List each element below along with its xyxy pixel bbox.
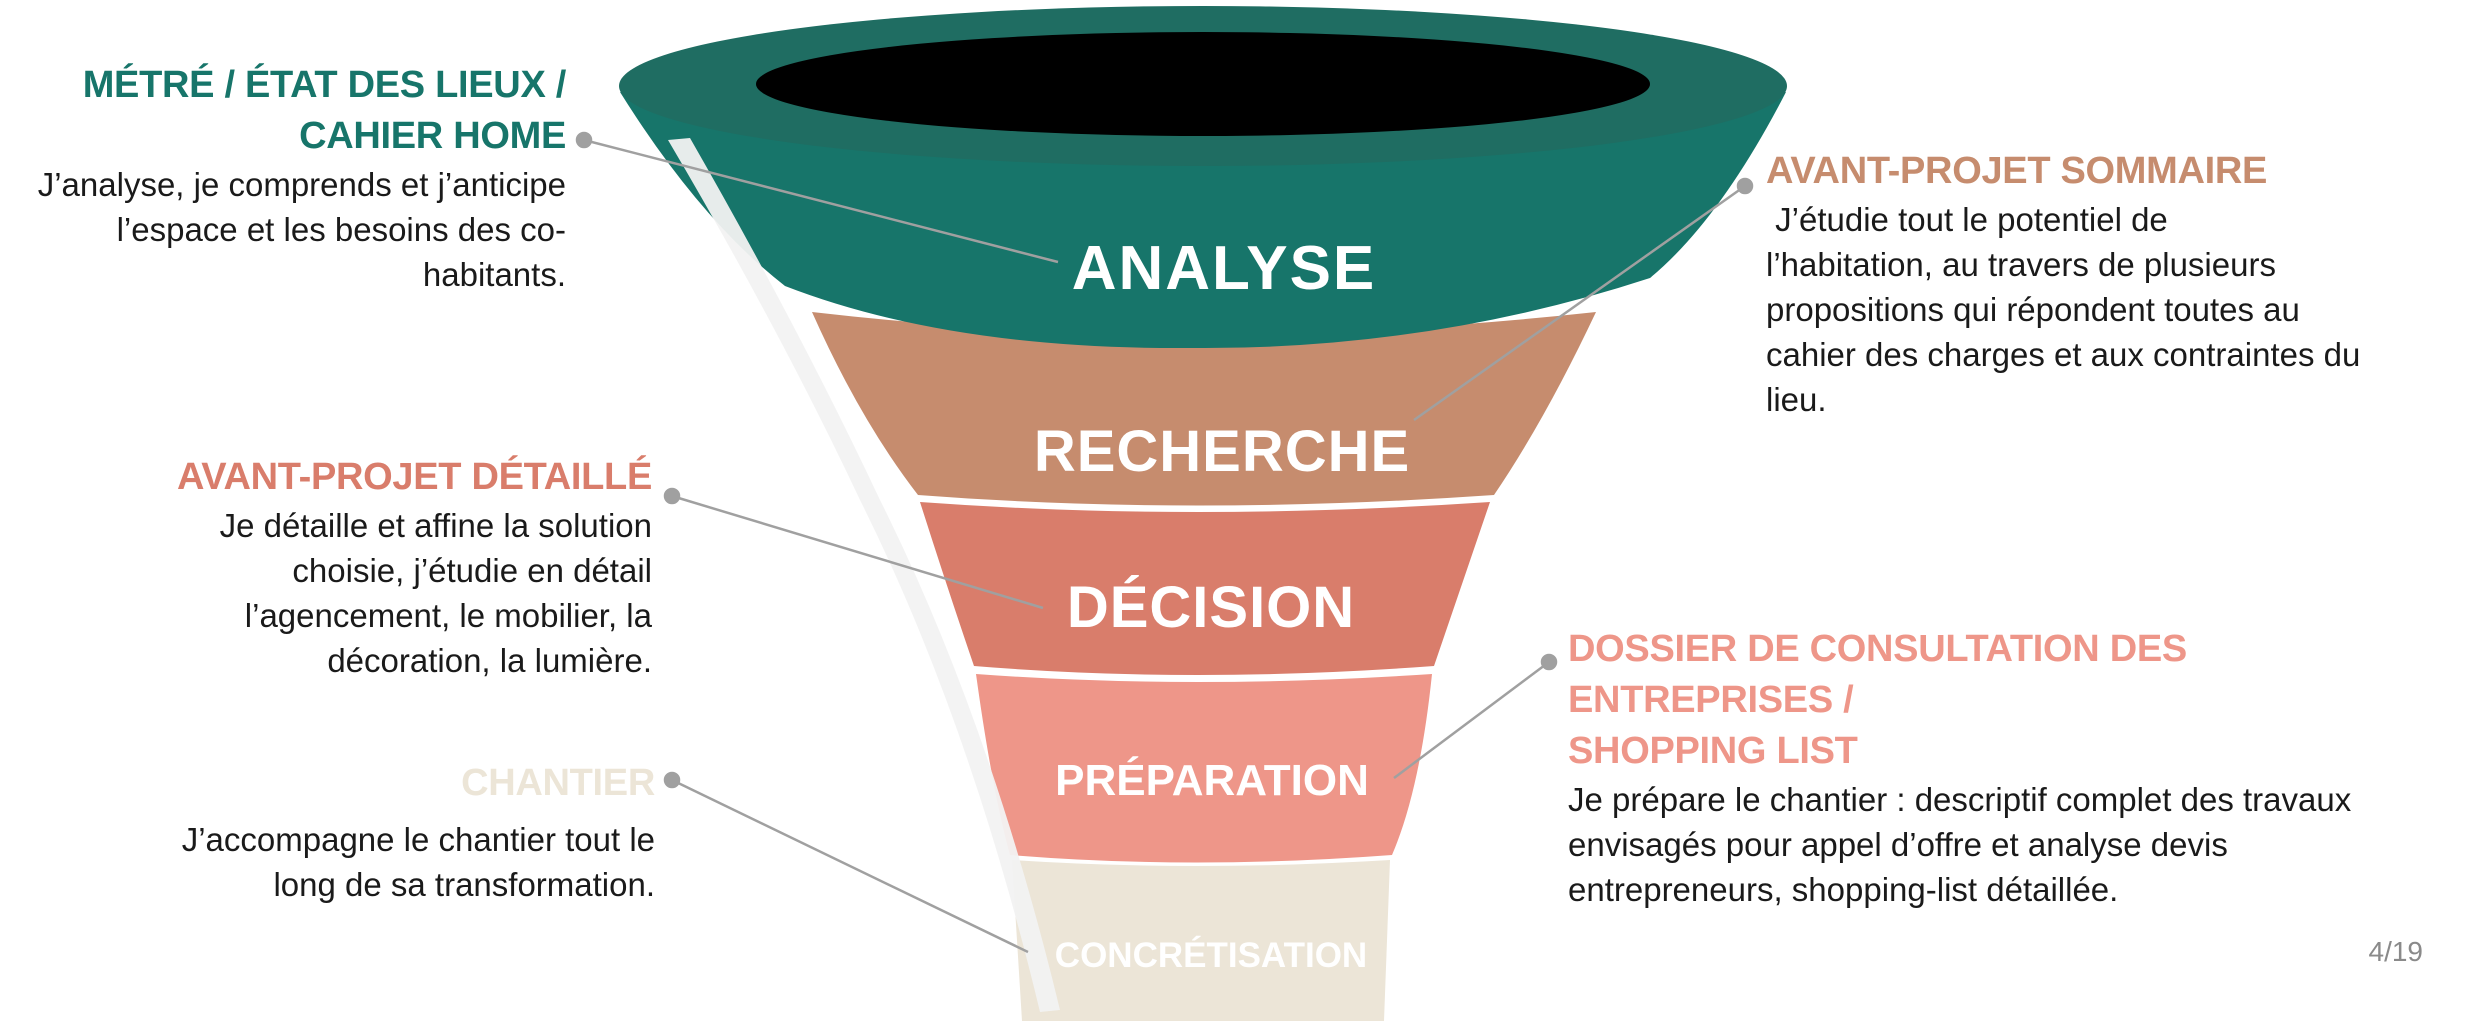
funnel-opening: [756, 32, 1650, 136]
stage-label-analyse: ANALYSE: [1071, 234, 1377, 303]
annotation-aps-desc-line1: J’étudie tout le potentiel de: [1766, 201, 2168, 238]
connector-dot-apd: [663, 487, 681, 505]
annotation-apd-desc-line2: choisie, j’étudie en détail: [292, 552, 652, 589]
connector-dce: [1393, 660, 1550, 780]
annotation-dce-desc-line2: envisagés pour appel d’offre et analyse …: [1568, 826, 2228, 863]
connector-apd: [671, 494, 1044, 610]
annotation-aps-desc-line4: cahier des charges et aux contraintes du: [1766, 336, 2361, 373]
annotation-metre: MÉTRÉ / ÉTAT DES LIEUX / CAHIER HOME J’a…: [0, 60, 567, 297]
annotation-aps-desc-line5: lieu.: [1766, 381, 1827, 418]
connector-metre: [583, 138, 1059, 264]
funnel-stage-decision: [920, 502, 1490, 675]
stage-label-decision: DÉCISION: [1066, 575, 1356, 640]
annotation-apd-title: AVANT-PROJET DÉTAILLÉ: [176, 456, 652, 498]
connectors: [575, 131, 1754, 954]
annotation-dce-title: DOSSIER DE CONSULTATION DES ENTREPRISES …: [1568, 624, 2448, 777]
annotation-metre-title-line1: MÉTRÉ / ÉTAT DES LIEUX /: [82, 64, 567, 106]
stage-label-preparation: PRÉPARATION: [1055, 756, 1369, 805]
annotation-dce: DOSSIER DE CONSULTATION DES ENTREPRISES …: [1568, 624, 2448, 912]
annotation-apd-desc: Je détaille et affine la solution choisi…: [52, 503, 652, 683]
connector-dot-chantier: [663, 771, 681, 789]
annotation-dce-title-line1: DOSSIER DE CONSULTATION DES ENTREPRISES …: [1568, 628, 2187, 721]
annotation-metre-title-line2: CAHIER HOME: [299, 115, 566, 157]
funnel-stage-analyse: [620, 92, 1786, 349]
connector-aps: [1413, 184, 1746, 422]
stage-label-recherche: RECHERCHE: [1033, 419, 1411, 484]
annotation-apd: AVANT-PROJET DÉTAILLÉ Je détaille et aff…: [52, 452, 652, 683]
annotation-chantier-desc: J’accompagne le chantier tout le long de…: [55, 817, 655, 907]
funnel-highlight: [668, 138, 1060, 1012]
annotation-aps: AVANT-PROJET SOMMAIRE J’étudie tout le p…: [1766, 146, 2426, 422]
annotation-aps-desc-line3: propositions qui répondent toutes au: [1766, 291, 2300, 328]
connector-dot-metre: [575, 131, 593, 149]
annotation-chantier-desc-line1: J’accompagne le chantier tout le: [181, 821, 655, 858]
annotation-chantier-desc-line2: long de sa transformation.: [273, 866, 655, 903]
connector-chantier: [671, 778, 1029, 954]
annotation-metre-desc-line3: habitants.: [422, 256, 566, 293]
annotation-chantier: CHANTIER J’accompagne le chantier tout l…: [55, 758, 656, 907]
stage-label-concretisation: CONCRÉTISATION: [1054, 936, 1368, 975]
annotation-aps-desc-line2: l’habitation, au travers de plusieurs: [1766, 246, 2276, 283]
annotation-apd-desc-line4: décoration, la lumière.: [327, 642, 652, 679]
annotation-dce-desc-line1: Je prépare le chantier : descriptif comp…: [1568, 781, 2352, 818]
annotation-metre-desc-line2: l’espace et les besoins des co-: [116, 211, 566, 248]
annotation-apd-desc-line3: l’agencement, le mobilier, la: [244, 597, 652, 634]
page-number: 4/19: [2368, 936, 2424, 967]
funnel-stage-preparation: [976, 674, 1432, 863]
annotation-apd-desc-line1: Je détaille et affine la solution: [219, 507, 652, 544]
connector-dot-dce: [1540, 653, 1558, 671]
annotation-aps-desc: J’étudie tout le potentiel de l’habitati…: [1766, 197, 2426, 422]
annotation-metre-title: MÉTRÉ / ÉTAT DES LIEUX / CAHIER HOME: [0, 60, 567, 162]
annotation-chantier-title: CHANTIER: [461, 762, 655, 804]
annotation-dce-desc-line3: entrepreneurs, shopping-list détaillée.: [1568, 871, 2119, 908]
annotation-metre-desc-line1: J’analyse, je comprends et j’anticipe: [37, 166, 566, 203]
annotation-dce-title-line2: SHOPPING LIST: [1568, 730, 1858, 772]
funnel-stage-concretisation: [1012, 860, 1390, 1021]
connector-dot-aps: [1736, 177, 1754, 195]
annotation-dce-desc: Je prépare le chantier : descriptif comp…: [1568, 777, 2448, 912]
annotation-metre-desc: J’analyse, je comprends et j’anticipe l’…: [0, 162, 566, 297]
annotation-aps-title: AVANT-PROJET SOMMAIRE: [1766, 150, 2268, 192]
funnel-stage-recherche: [812, 312, 1596, 506]
